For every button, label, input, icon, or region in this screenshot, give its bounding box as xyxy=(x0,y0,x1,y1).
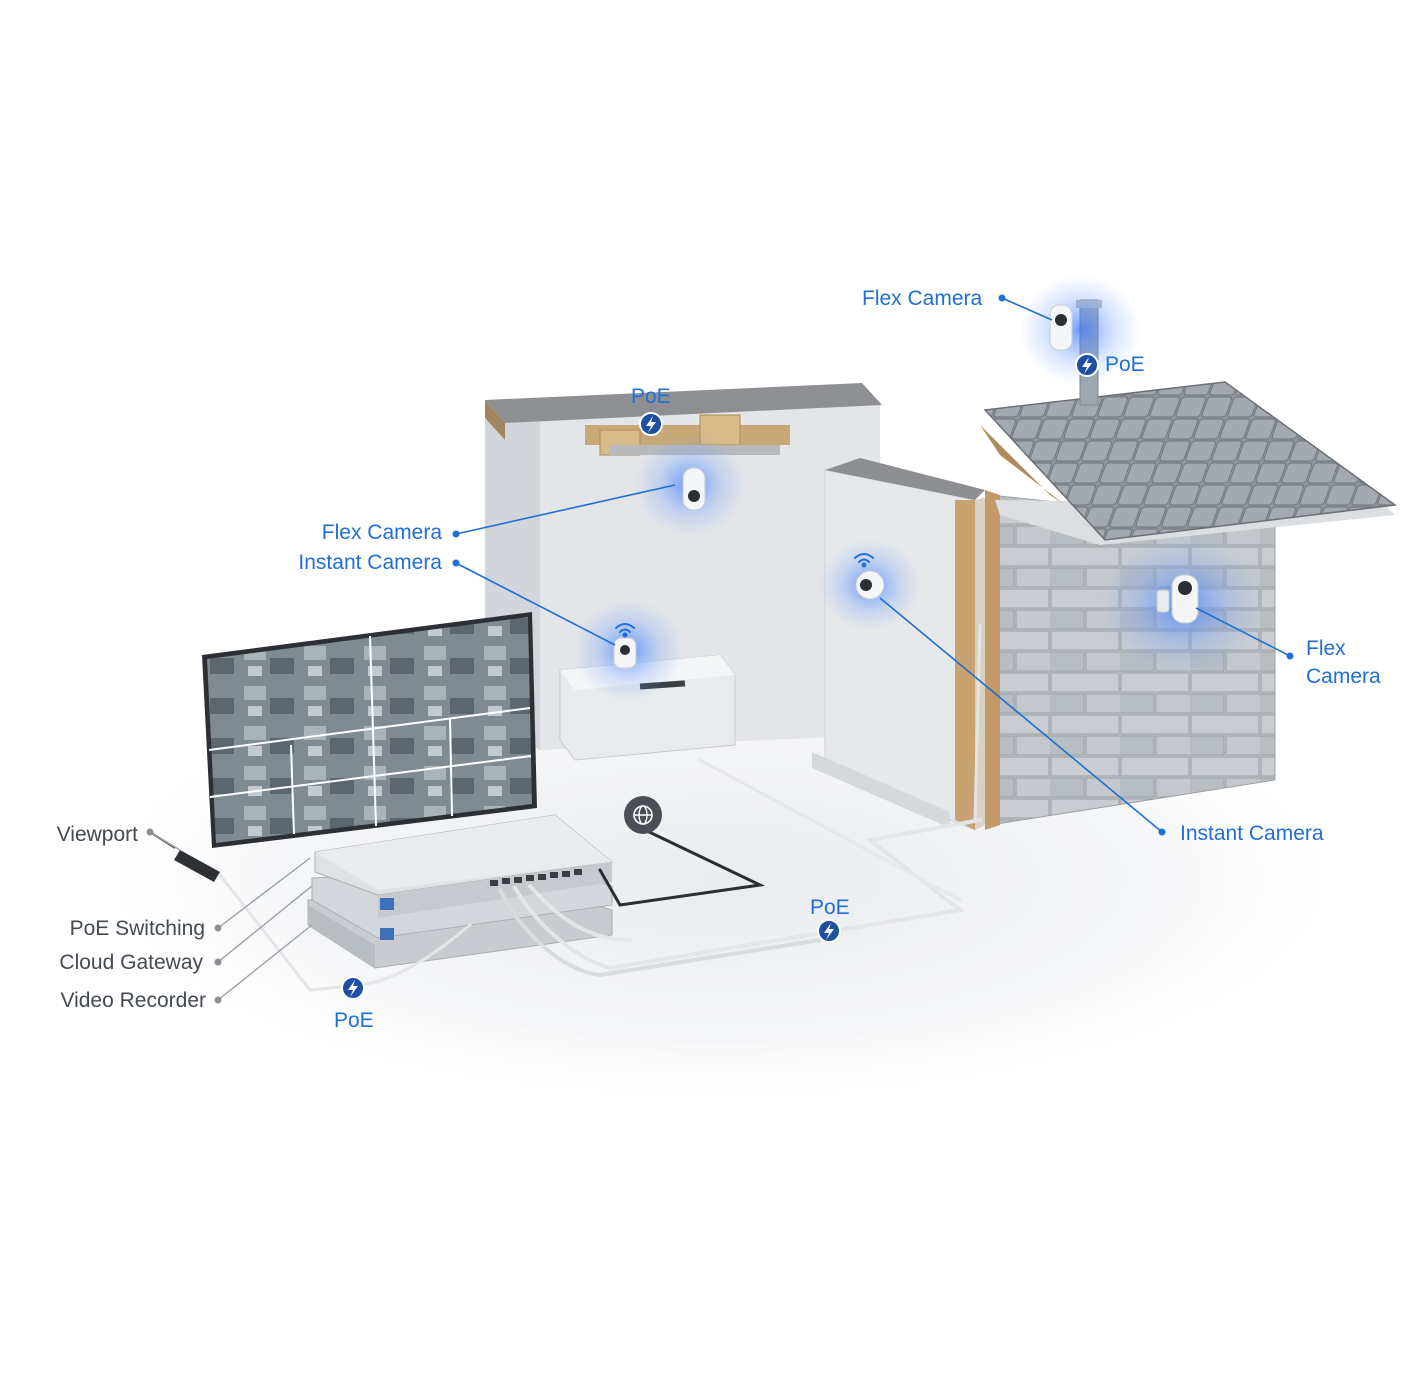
insulated-wall xyxy=(812,458,995,831)
label-flex-camera-house-line1: Flex xyxy=(1306,637,1346,660)
label-poe-cable-left: PoE xyxy=(334,1009,374,1032)
label-poe-switching: PoE Switching xyxy=(69,917,205,940)
leader-lines xyxy=(146,294,1294,1004)
ubiquiti-logo-icon xyxy=(380,898,394,910)
label-flex-camera-ceiling: Flex Camera xyxy=(321,521,442,544)
label-cloud-gateway: Cloud Gateway xyxy=(59,951,203,974)
label-viewport: Viewport xyxy=(56,823,138,846)
camera-icon xyxy=(613,304,1199,669)
wifi-icon xyxy=(615,553,874,638)
label-instant-camera-wall: Instant Camera xyxy=(1180,822,1324,845)
cables xyxy=(218,623,982,992)
label-poe-cable-mid: PoE xyxy=(810,896,850,919)
label-poe-ceiling: PoE xyxy=(631,385,671,408)
viewport-monitor xyxy=(202,612,537,848)
globe-icon xyxy=(624,796,662,834)
label-flex-camera-house-line2: Camera xyxy=(1306,665,1381,688)
label-instant-camera-shelf: Instant Camera xyxy=(298,551,442,574)
lightning-icon xyxy=(341,353,1099,1000)
label-flex-camera-pole: Flex Camera xyxy=(862,287,983,310)
rack-stack xyxy=(307,814,614,969)
label-poe-pole: PoE xyxy=(1105,353,1145,376)
label-video-recorder: Video Recorder xyxy=(60,989,206,1012)
